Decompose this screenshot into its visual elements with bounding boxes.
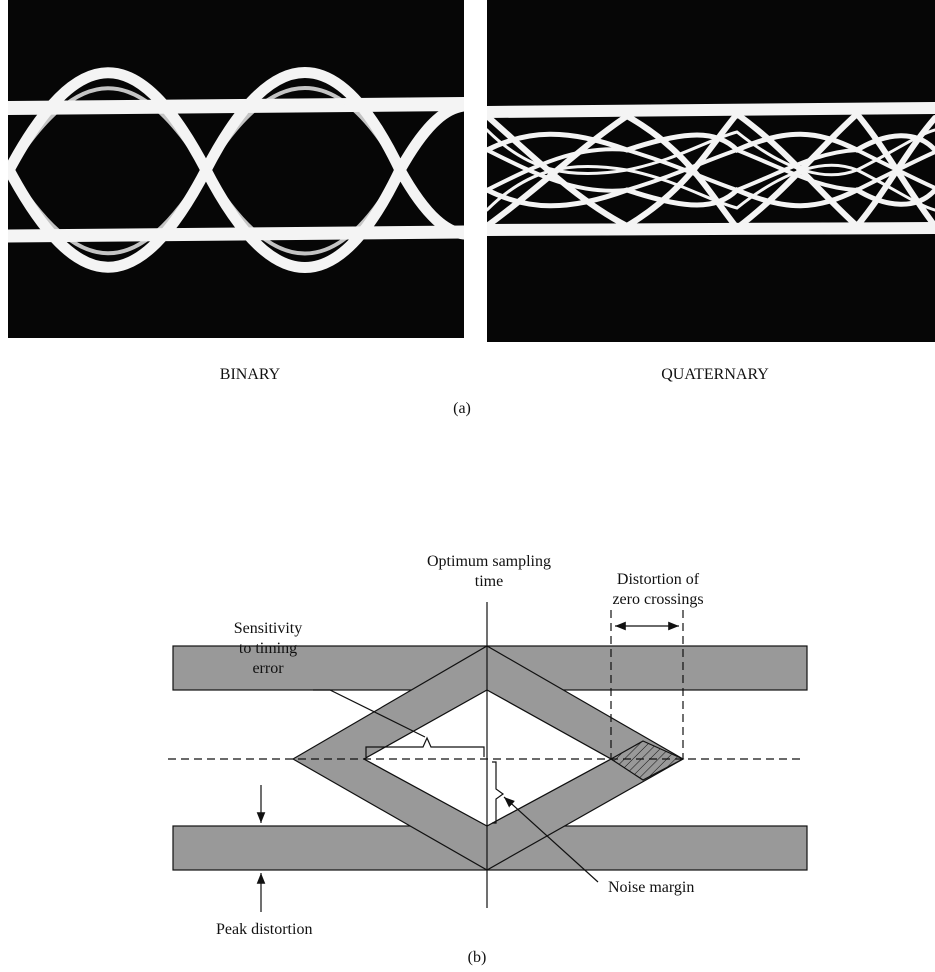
sensitivity-label-line3: error xyxy=(252,660,284,677)
optimum-sampling-label-line1: Optimum sampling xyxy=(427,553,551,570)
optimum-sampling-label-line2: time xyxy=(475,573,503,590)
sensitivity-label-line2: to timing xyxy=(239,640,297,657)
distortion-label-line2: zero crossings xyxy=(612,591,703,608)
part-b-label: (b) xyxy=(468,949,487,966)
peak-distortion-label: Peak distortion xyxy=(216,921,312,938)
distortion-label-line1: Distortion of xyxy=(617,571,700,588)
noise-margin-label: Noise margin xyxy=(608,879,694,896)
sensitivity-label-line1: Sensitivity xyxy=(234,620,302,637)
